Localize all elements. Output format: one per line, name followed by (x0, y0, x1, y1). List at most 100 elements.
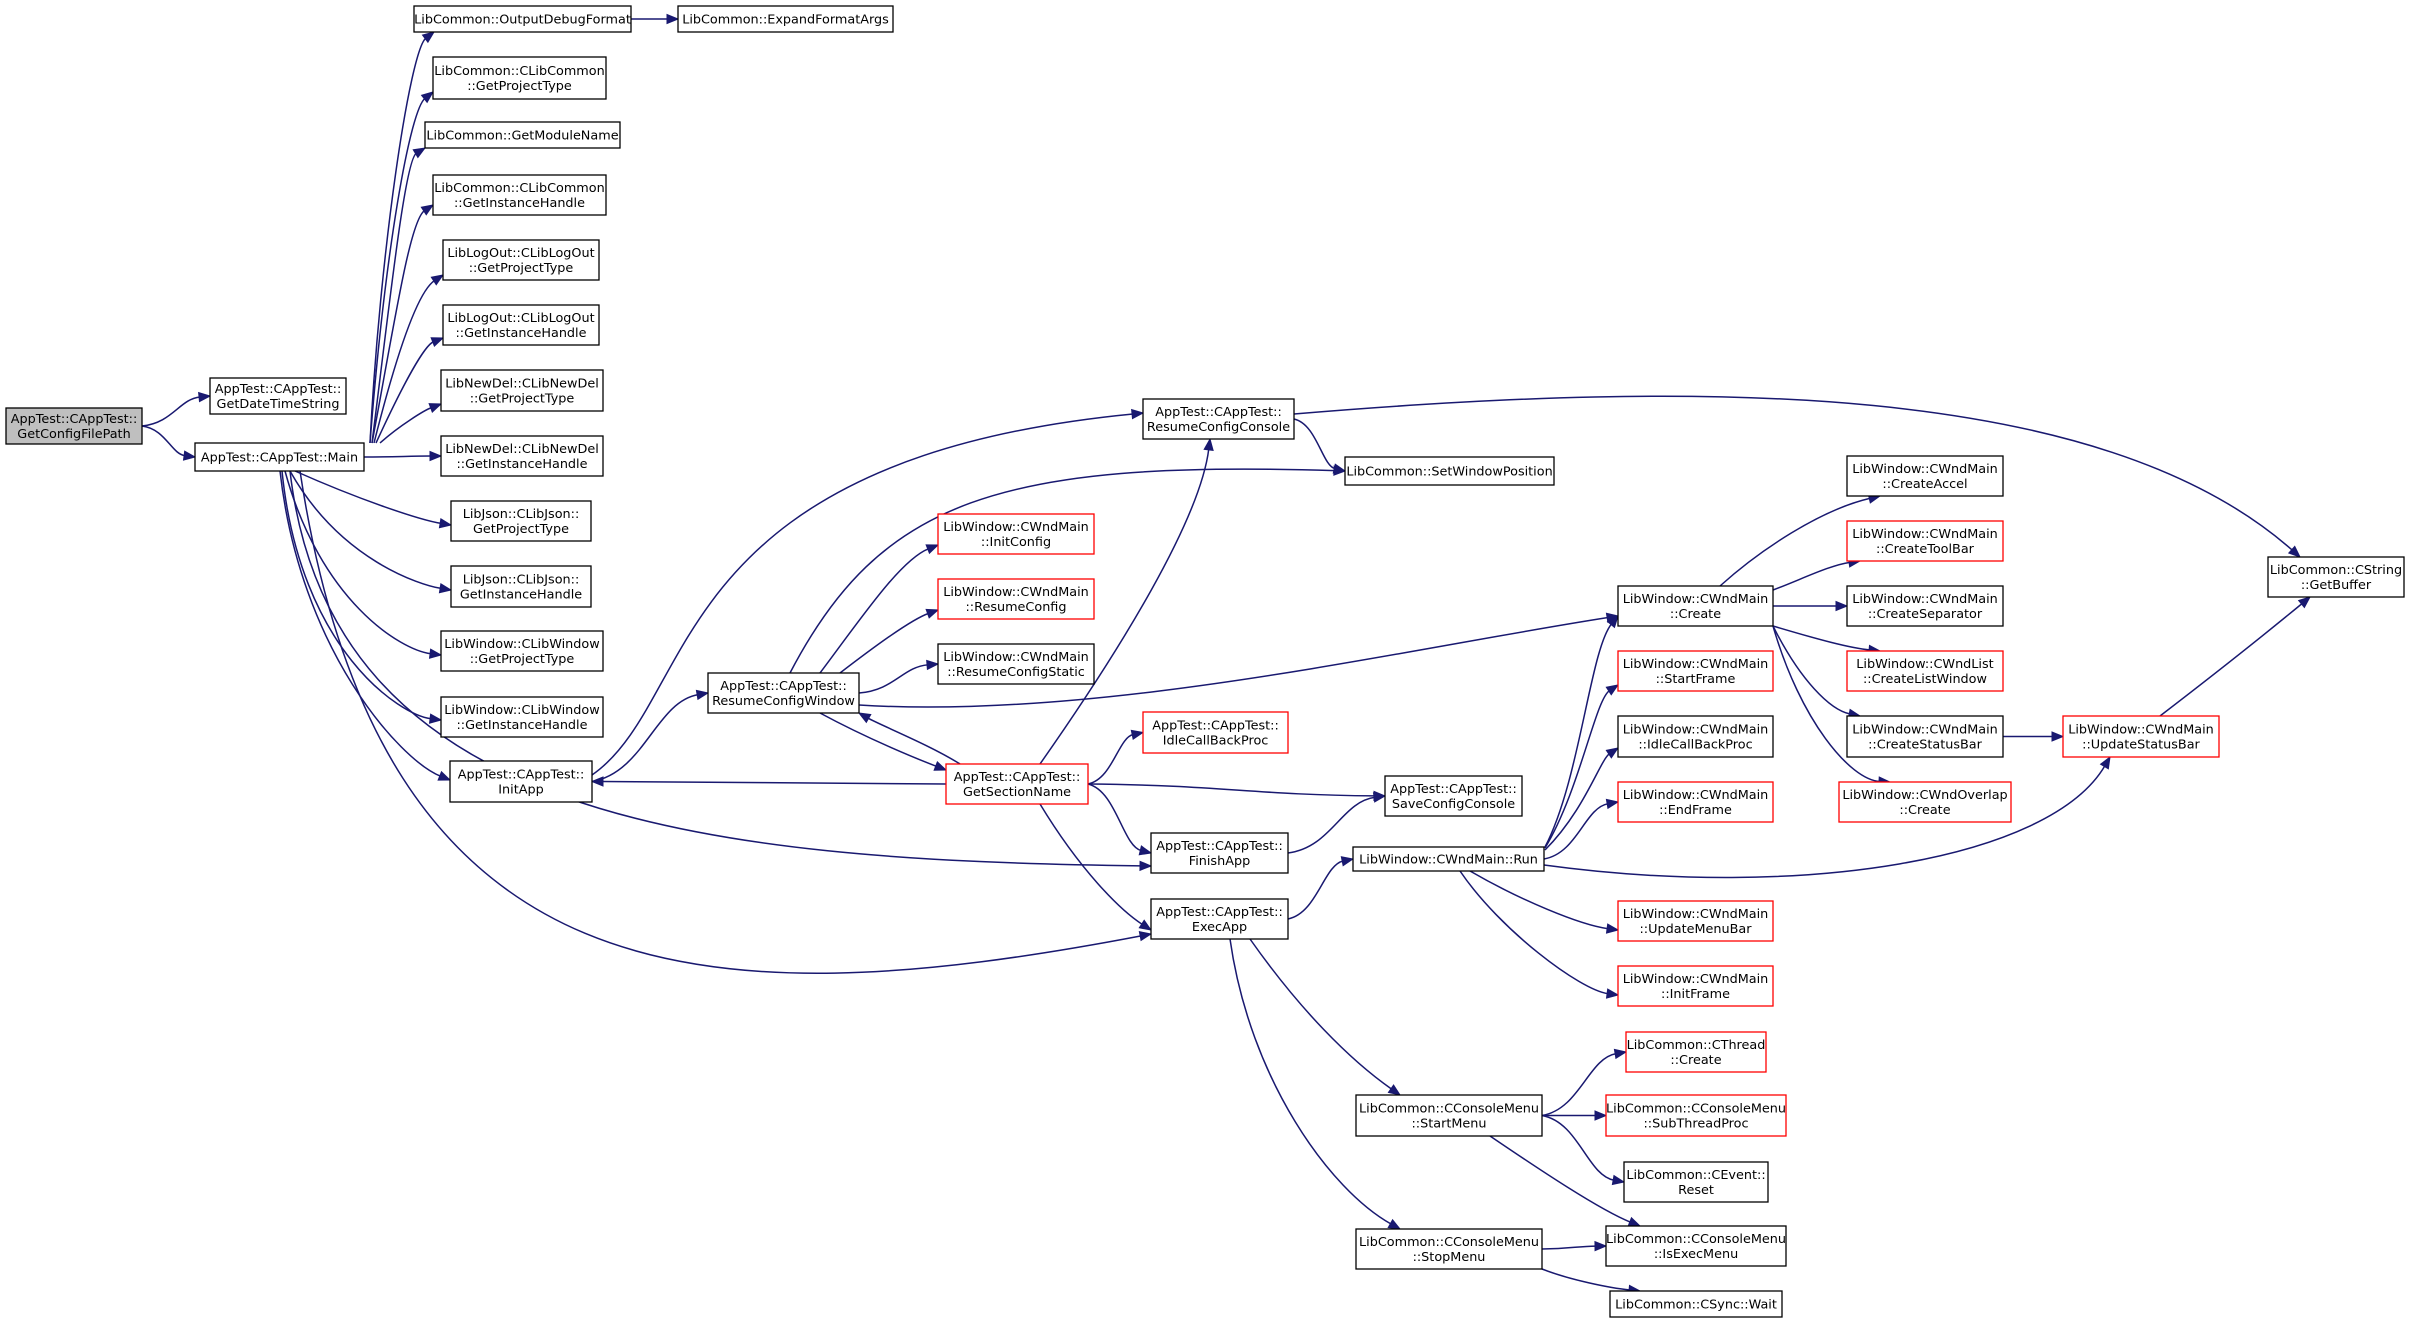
node-subthreadproc[interactable]: LibCommon::CConsoleMenu::SubThreadProc (1605, 1094, 1787, 1137)
edge-createstatusbar-to-updatestatusbar (2003, 731, 2065, 742)
node-createsep[interactable]: LibWindow::CWndMain::CreateSeparator (1846, 585, 2004, 627)
node-updatestatusbar[interactable]: LibWindow::CWndMain::UpdateStatusBar (2062, 715, 2220, 758)
node-label: AppTest::CAppTest:: (458, 768, 585, 783)
edge-main-to-nd_getprojtype (379, 403, 443, 444)
node-wn_getinst[interactable]: LibWindow::CLibWindow::GetInstanceHandle (440, 696, 604, 738)
node-label: LibWindow::CWndMain (943, 650, 1089, 665)
node-getdatetime[interactable]: AppTest::CAppTest::GetDateTimeString (209, 377, 347, 415)
node-label: ::GetInstanceHandle (457, 718, 588, 733)
node-box (1846, 455, 2004, 497)
node-js_getinst[interactable]: LibJson::CLibJson::GetInstanceHandle (450, 565, 592, 608)
node-startmenu[interactable]: LibCommon::CConsoleMenu::StartMenu (1355, 1094, 1543, 1137)
node-initapp[interactable]: AppTest::CAppTest::InitApp (449, 760, 593, 803)
node-getbuffer[interactable]: LibCommon::CString::GetBuffer (2267, 556, 2405, 598)
node-idlecbmain[interactable]: LibWindow::CWndMain::IdleCallBackProc (1617, 715, 1774, 758)
node-lc_getmodname[interactable]: LibCommon::GetModuleName (424, 121, 621, 149)
node-label: LibLogOut::CLibLogOut (447, 311, 594, 326)
node-resumeconsole[interactable]: AppTest::CAppTest::ResumeConfigConsole (1142, 398, 1295, 440)
edge-main-to-lo_getprojtype (373, 274, 445, 444)
node-label: AppTest::CAppTest:: (1156, 839, 1283, 854)
node-label: LibWindow::CWndMain (1623, 657, 1769, 672)
edge-run-to-endframe (1543, 798, 1620, 860)
edge-main-to-wn_getprojtype (284, 470, 443, 659)
node-resumeconfigstatic[interactable]: LibWindow::CWndMain::ResumeConfigStatic (937, 643, 1095, 685)
node-wn_getprojtype[interactable]: LibWindow::CLibWindow::GetProjectType (440, 630, 604, 672)
node-lc_getinst[interactable]: LibCommon::CLibCommon::GetInstanceHandle (432, 174, 607, 216)
node-nd_getinst[interactable]: LibNewDel::CLibNewDel::GetInstanceHandle (440, 435, 604, 477)
node-createstatusbar[interactable]: LibWindow::CWndMain::CreateStatusBar (1846, 715, 2004, 758)
edge-startmenu-to-subthreadproc (1542, 1110, 1608, 1121)
edge-getsection-to-resumewindow (857, 712, 961, 765)
node-finishapp[interactable]: AppTest::CAppTest::FinishApp (1150, 832, 1289, 874)
node-box (1846, 650, 2004, 692)
node-execapp[interactable]: AppTest::CAppTest::ExecApp (1150, 898, 1289, 940)
node-overlapcreate[interactable]: LibWindow::CWndOverlap::Create (1838, 781, 2012, 823)
node-create[interactable]: LibWindow::CWndMain::Create (1617, 585, 1774, 627)
edge-startmenu-to-threadcreate (1541, 1048, 1628, 1117)
node-createtoolbar[interactable]: LibWindow::CWndMain::CreateToolBar (1846, 520, 2004, 562)
node-label: AppTest::CAppTest:: (954, 770, 1081, 785)
node-box (1605, 1094, 1787, 1137)
node-saveconsole[interactable]: AppTest::CAppTest::SaveConfigConsole (1384, 775, 1523, 817)
node-lc_getprojtype[interactable]: LibCommon::CLibCommon::GetProjectType (432, 56, 607, 100)
node-label: LibWindow::CWndMain (1623, 788, 1769, 803)
node-initconfig[interactable]: LibWindow::CWndMain::InitConfig (937, 513, 1095, 555)
node-label: ::CreateStatusBar (1868, 738, 1983, 753)
node-getsection[interactable]: AppTest::CAppTest::GetSectionName (945, 763, 1089, 805)
node-box (1352, 846, 1545, 872)
edge-run-to-startframe (1544, 684, 1620, 849)
node-box (937, 513, 1095, 555)
node-box (1617, 650, 1774, 692)
node-updatemenubar[interactable]: LibWindow::CWndMain::UpdateMenuBar (1617, 900, 1774, 942)
node-label: ::CreateListWindow (1863, 672, 1987, 687)
node-expandformat[interactable]: LibCommon::ExpandFormatArgs (677, 5, 894, 33)
edge-getsection-to-initapp (590, 776, 947, 787)
node-box (1623, 1161, 1769, 1203)
node-label: ::GetProjectType (470, 392, 575, 407)
edge-resumewindow-to-setwindowpos (789, 465, 1347, 674)
node-nd_getprojtype[interactable]: LibNewDel::CLibNewDel::GetProjectType (440, 369, 604, 412)
edge-main-to-execapp (299, 470, 1153, 975)
edge-main-to-initapp (279, 470, 452, 781)
node-setwindowpos[interactable]: LibCommon::SetWindowPosition (1344, 456, 1555, 486)
node-idlecallback[interactable]: AppTest::CAppTest::IdleCallBackProc (1142, 711, 1289, 754)
node-eventreset[interactable]: LibCommon::CEvent::Reset (1623, 1161, 1769, 1203)
node-box (424, 121, 621, 149)
node-root[interactable]: AppTest::CAppTest::GetConfigFilePath (5, 407, 143, 445)
node-stopmenu[interactable]: LibCommon::CConsoleMenu::StopMenu (1355, 1228, 1543, 1270)
node-label: AppTest::CAppTest:: (1155, 405, 1282, 420)
edge-run-to-initframe (1459, 870, 1620, 999)
node-box (209, 377, 347, 415)
node-initframe[interactable]: LibWindow::CWndMain::InitFrame (1617, 965, 1774, 1007)
node-label: Reset (1678, 1183, 1714, 1198)
node-startframe[interactable]: LibWindow::CWndMain::StartFrame (1617, 650, 1774, 692)
node-label: ::UpdateStatusBar (2082, 738, 2200, 753)
node-run[interactable]: LibWindow::CWndMain::Run (1352, 846, 1545, 872)
node-label: ::CreateAccel (1882, 477, 1967, 492)
node-label: LibWindow::CWndMain (1852, 723, 1998, 738)
node-lo_getprojtype[interactable]: LibLogOut::CLibLogOut::GetProjectType (442, 239, 600, 281)
node-label: AppTest::CAppTest:: (11, 412, 138, 427)
node-box (413, 5, 632, 33)
node-isexecmenu[interactable]: LibCommon::CConsoleMenu::IsExecMenu (1605, 1225, 1787, 1267)
node-resumewindow[interactable]: AppTest::CAppTest::ResumeConfigWindow (707, 672, 860, 714)
node-label: LibWindow::CWndMain (1623, 723, 1769, 738)
node-createaccel[interactable]: LibWindow::CWndMain::CreateAccel (1846, 455, 2004, 497)
node-outputdebug[interactable]: LibCommon::OutputDebugFormat (413, 5, 632, 33)
node-label: LibCommon::CLibCommon (434, 64, 604, 79)
node-label: ExecApp (1192, 920, 1247, 935)
node-endframe[interactable]: LibWindow::CWndMain::EndFrame (1617, 781, 1774, 823)
edge-main-to-wn_getinst (281, 470, 443, 724)
node-createlistwin[interactable]: LibWindow::CWndList::CreateListWindow (1846, 650, 2004, 692)
node-syncwait[interactable]: LibCommon::CSync::Wait (1609, 1290, 1783, 1318)
node-lo_getinst[interactable]: LibLogOut::CLibLogOut::GetInstanceHandle (442, 304, 600, 346)
node-box (937, 578, 1095, 620)
node-label: LibCommon::OutputDebugFormat (414, 13, 631, 28)
node-js_getprojtype[interactable]: LibJson::CLibJson::GetProjectType (450, 500, 592, 542)
edge-getsection-to-saveconsole (1087, 783, 1387, 802)
node-box (1617, 715, 1774, 758)
node-threadcreate[interactable]: LibCommon::CThread::Create (1625, 1031, 1767, 1073)
node-main[interactable]: AppTest::CAppTest::Main (194, 442, 365, 472)
node-box (945, 763, 1089, 805)
node-resumeconfig[interactable]: LibWindow::CWndMain::ResumeConfig (937, 578, 1095, 620)
